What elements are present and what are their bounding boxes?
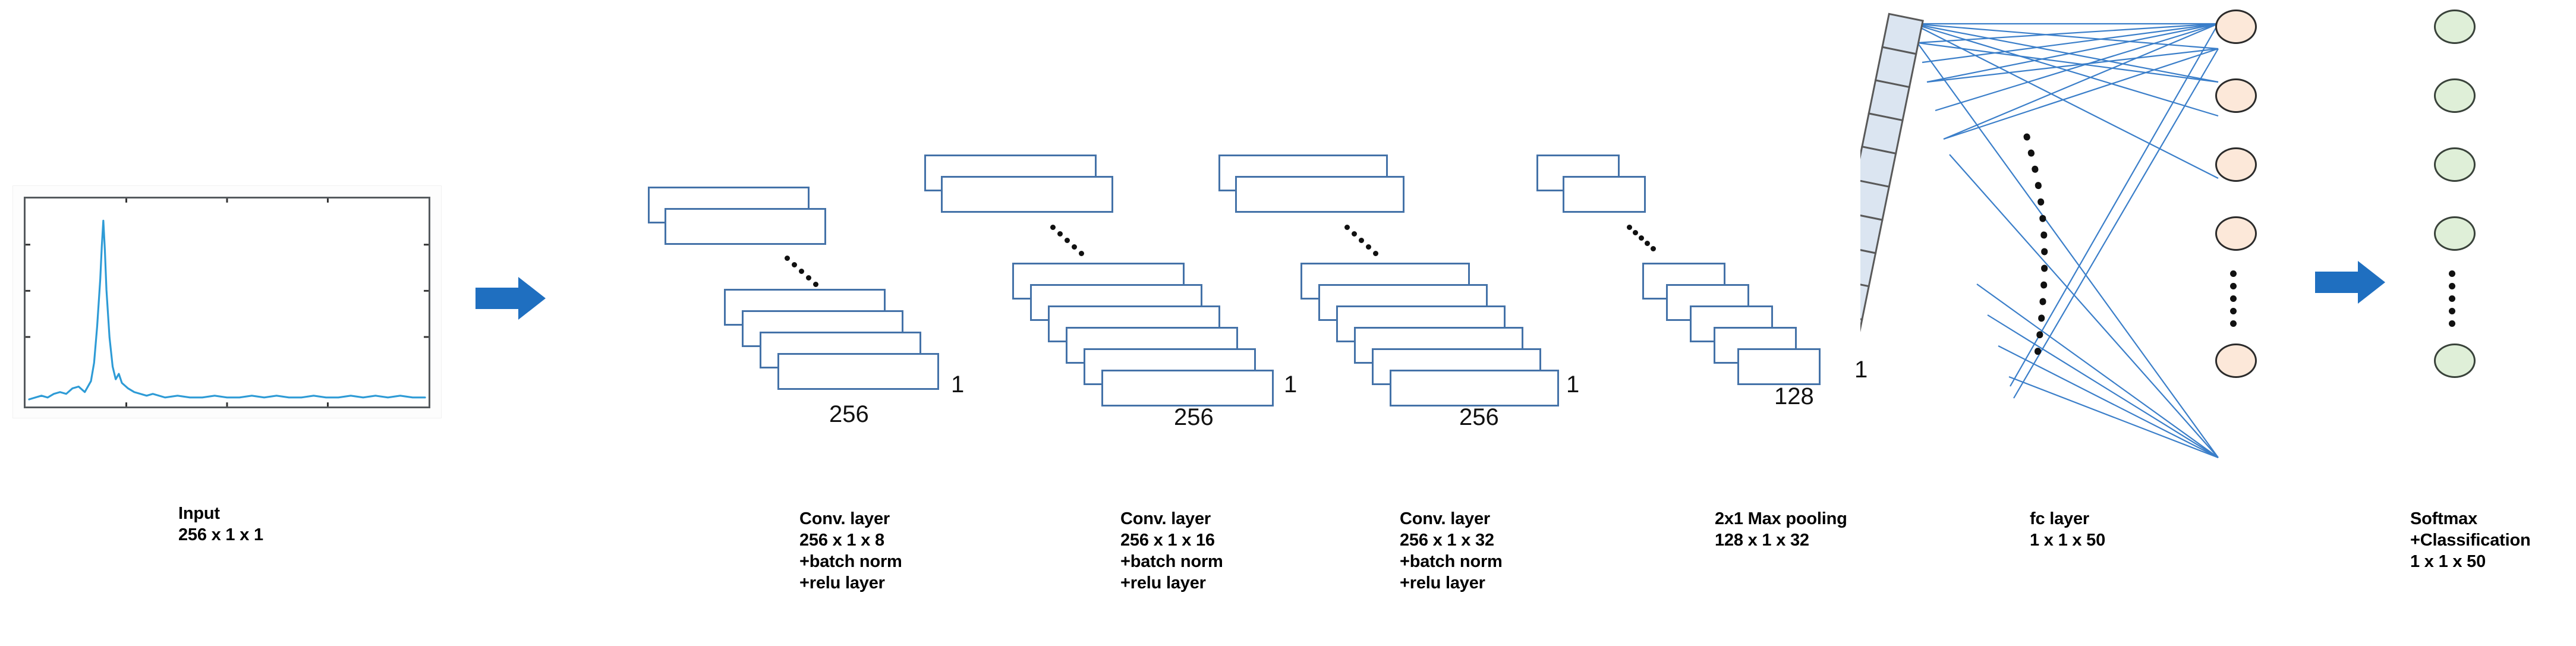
pool-ellipsis-dots [1627,225,1656,253]
pool-slab-top-2 [1563,176,1646,213]
pool-dim-right: 1 [1854,357,1868,383]
pool-slab-5 [1737,348,1821,385]
conv1-slab-4 [777,353,939,390]
fc-cell [1860,178,1891,221]
conv1-ellipsis-dots [785,256,820,291]
conv2-ellipsis-dots [1050,225,1086,260]
conv3-dim-bottom: 256 [1459,404,1499,430]
flow-arrow-input-to-conv1 [475,277,546,320]
fc-cell [1860,146,1897,188]
caption-input: Input 256 x 1 x 1 [178,504,263,544]
softmax-neuron-last [2434,344,2476,378]
conv2-slab-top-2 [941,176,1113,213]
fc-layer-column [1860,6,2074,493]
fc-neuron-4 [2215,216,2257,251]
conv-block-2 [924,149,1293,428]
conv-block-1 [648,172,957,422]
softmax-neuron-4 [2434,216,2476,251]
caption-conv3: Conv. layer 256 x 1 x 32 +batch norm +re… [1400,509,1503,593]
fc-fan-ellipsis-dots [2023,133,2048,366]
fc-cell [1860,245,1877,288]
conv1-dim-bottom: 256 [829,401,869,427]
softmax-neuron-ellipsis-dots [2449,270,2461,330]
signal-trace [28,219,426,401]
caption-conv2: Conv. layer 256 x 1 x 16 +batch norm +re… [1120,509,1223,593]
softmax-neuron-3 [2434,147,2476,182]
maxpool-block [1536,149,1869,428]
fc-neuron-3 [2215,147,2257,182]
flow-arrow-fc-to-softmax [2315,261,2385,304]
input-signal-plot [13,186,441,418]
conv2-dim-bottom: 256 [1174,404,1214,430]
conv1-dim-right: 1 [951,371,965,398]
caption-conv1: Conv. layer 256 x 1 x 8 +batch norm +rel… [799,509,902,593]
conv3-dim-right: 1 [1566,371,1580,398]
conv2-slab-6 [1101,370,1274,406]
conv3-slab-top-2 [1235,176,1404,213]
fc-cell [1860,278,1870,321]
conv3-ellipsis-dots [1344,225,1380,260]
fc-neuron-ellipsis-dots [2230,270,2242,330]
fc-neuron-2 [2215,78,2257,113]
softmax-neuron-2 [2434,78,2476,113]
conv1-slab-top-2 [665,208,826,245]
fc-cell [1860,212,1884,254]
caption-softmax: Softmax +Classification 1 x 1 x 50 [2410,509,2531,571]
conv3-slab-6 [1390,370,1559,406]
fc-neuron-last [2215,344,2257,378]
fc-connection-lines [1912,23,2219,459]
fc-neuron-1 [2215,10,2257,44]
fc-cell [1860,311,1863,354]
conv2-dim-right: 1 [1284,371,1298,398]
softmax-neuron-1 [2434,10,2476,44]
input-plot-axes [24,197,430,408]
caption-fc: fc layer 1 x 1 x 50 [2030,509,2105,550]
fc-cells-group [1860,12,1924,354]
caption-maxpool: 2x1 Max pooling 128 x 1 x 32 [1715,509,1847,550]
pool-dim-bottom: 128 [1774,383,1814,409]
conv-block-3 [1218,149,1587,428]
input-signal-chart [26,198,429,406]
